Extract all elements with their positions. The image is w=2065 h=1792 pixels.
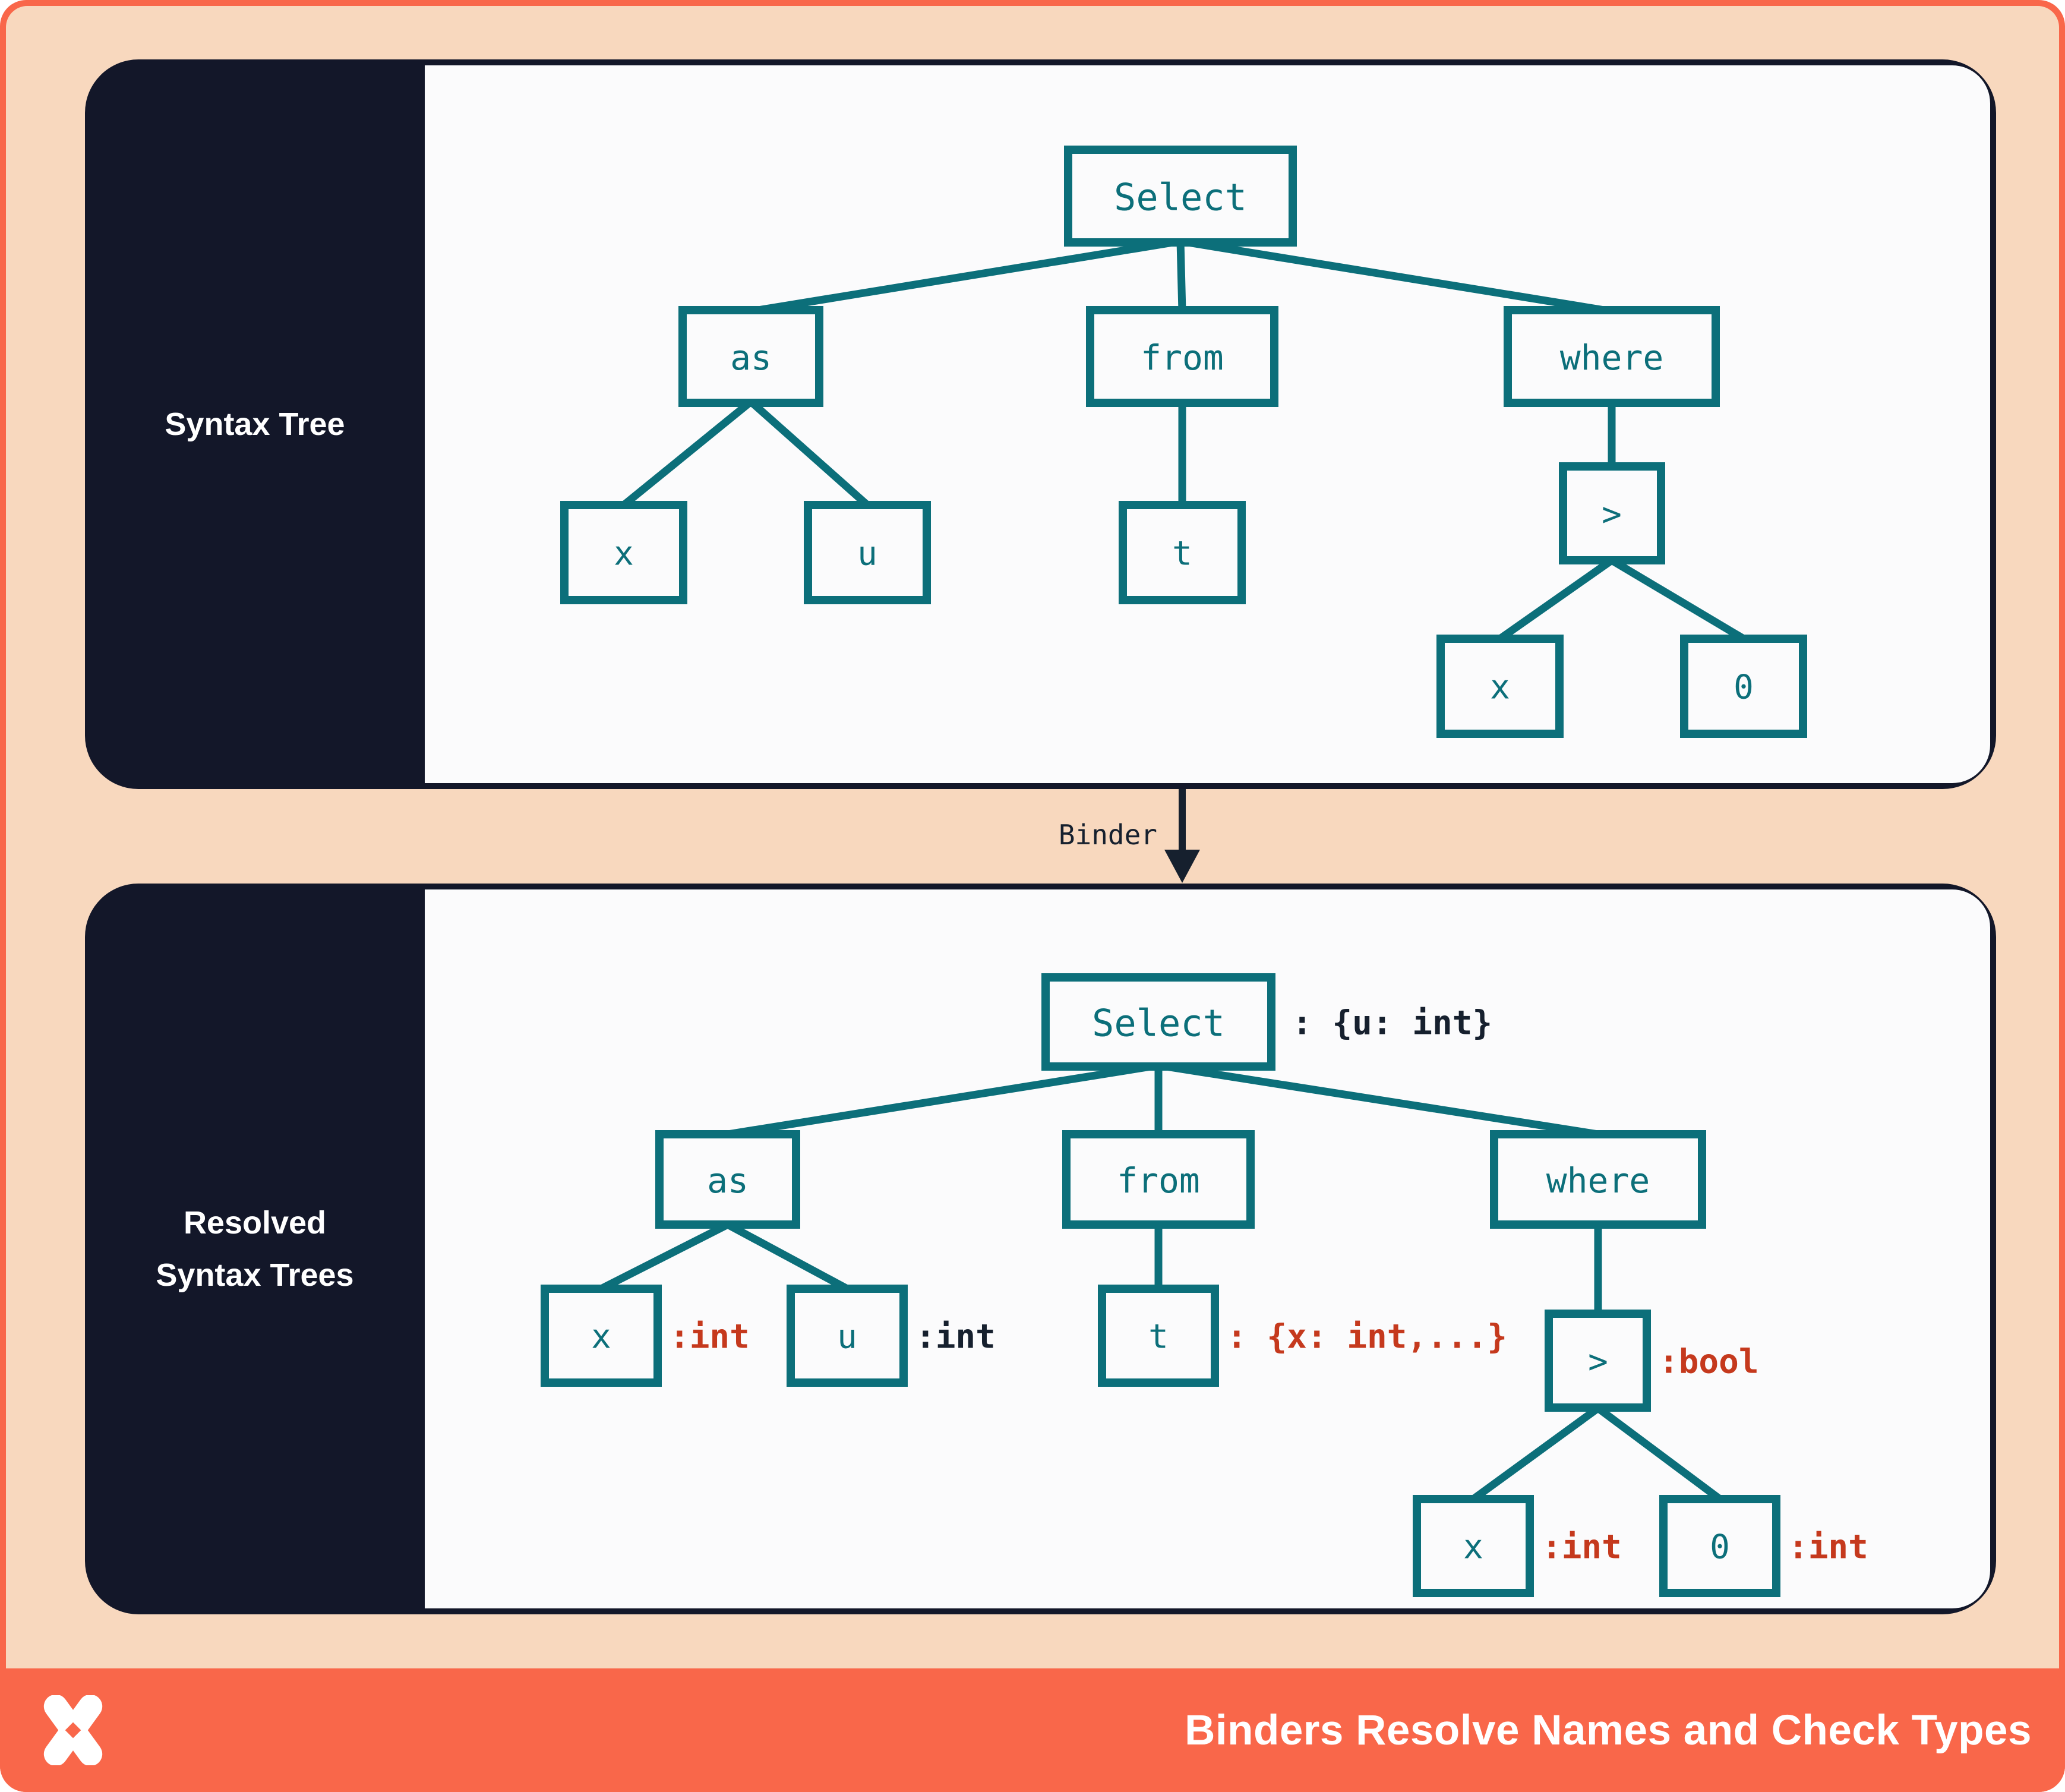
node-label-zero: 0 [1710,1528,1730,1567]
tree-node-t-resolved: t : {x: int,...} [1098,1285,1507,1387]
resolved-tree-edges [599,1061,1722,1503]
tree-node-u-resolved: u :int [787,1285,996,1387]
type-annotation-t: : {x: int,...} [1227,1318,1507,1356]
binder-label: Binder [1059,819,1157,851]
tree-node-x: x [560,501,687,604]
node-label-where: where [1560,337,1664,378]
tree-node-x-resolved: x :int [541,1285,750,1387]
tree-node-where-resolved: where [1490,1130,1706,1229]
syntax-tree-panel-label: Syntax Tree [165,406,345,442]
syntax-tree-edges [621,237,1746,642]
footer-bar: Binders Resolve Names and Check Types [0,1668,2065,1792]
resolved-panel-sidebar: Resolved Syntax Trees [85,884,425,1614]
syntax-tree-panel: Syntax Tree Select [85,59,1996,789]
node-label-x: x [614,535,634,573]
node-label-where: where [1546,1160,1650,1201]
type-annotation-select: : {u: int} [1292,1004,1492,1043]
tree-node-x2: x [1436,635,1564,738]
resolved-panel-label-line2: Syntax Trees [156,1257,354,1293]
tree-node-u: u [804,501,931,604]
node-label-from: from [1117,1160,1200,1201]
tree-node-gt-resolved: > :bool [1545,1310,1759,1412]
syntax-tree-diagram: Select as from where x [560,146,1807,738]
node-label-gt: > [1588,1343,1608,1381]
node-label-from: from [1141,337,1224,378]
resolved-panel-label-line1: Resolved [183,1205,327,1241]
node-label-select: Select [1114,176,1247,219]
node-label-gt: > [1602,496,1622,534]
resolved-tree-diagram: Select : {u: int} as from where x [541,973,1868,1597]
type-annotation-x2: :int [1542,1528,1622,1567]
node-label-u: u [837,1318,857,1356]
type-annotation-zero: :int [1788,1528,1868,1567]
node-label-x2: x [1463,1528,1483,1567]
node-label-as: as [707,1160,749,1201]
type-annotation-x: :int [670,1318,750,1356]
node-label-t: t [1148,1318,1169,1356]
tree-node-where: where [1504,306,1720,407]
slide-title: Binders Resolve Names and Check Types [1185,1706,2032,1754]
type-annotation-u: :int [915,1318,996,1356]
tree-node-zero: 0 [1680,635,1807,738]
node-label-t: t [1172,535,1192,573]
resolved-syntax-trees-panel: Resolved Syntax Trees Select [85,884,1996,1614]
node-label-zero: 0 [1734,668,1754,707]
tree-node-gt: > [1559,462,1665,564]
node-label-x: x [591,1318,611,1356]
tree-node-zero-resolved: 0 :int [1659,1495,1868,1597]
syntax-tree-sidebar: Syntax Tree [85,59,425,789]
syntax-tree-content: Select as from where x [425,65,1990,783]
node-label-u: u [857,535,877,573]
tree-node-t: t [1119,501,1246,604]
tree-node-from: from [1086,306,1278,407]
arrow-down-icon [1164,850,1200,883]
tree-node-x2-resolved: x :int [1413,1495,1622,1597]
node-label-select: Select [1092,1002,1225,1045]
binder-arrow-group: Binder [1010,788,1248,885]
tree-node-select: Select [1064,146,1297,247]
node-label-x2: x [1490,668,1510,707]
node-label-as: as [730,337,772,378]
tree-node-as-resolved: as [655,1130,800,1229]
tree-node-from-resolved: from [1062,1130,1255,1229]
pinwheel-x-logo-icon [43,1695,103,1765]
binder-arrow: Binder [1059,789,1200,883]
resolved-panel-content: Select : {u: int} as from where x [425,889,1990,1608]
tree-node-as: as [678,306,823,407]
type-annotation-gt: :bool [1659,1343,1759,1381]
tree-node-select-resolved: Select : {u: int} [1041,973,1492,1071]
